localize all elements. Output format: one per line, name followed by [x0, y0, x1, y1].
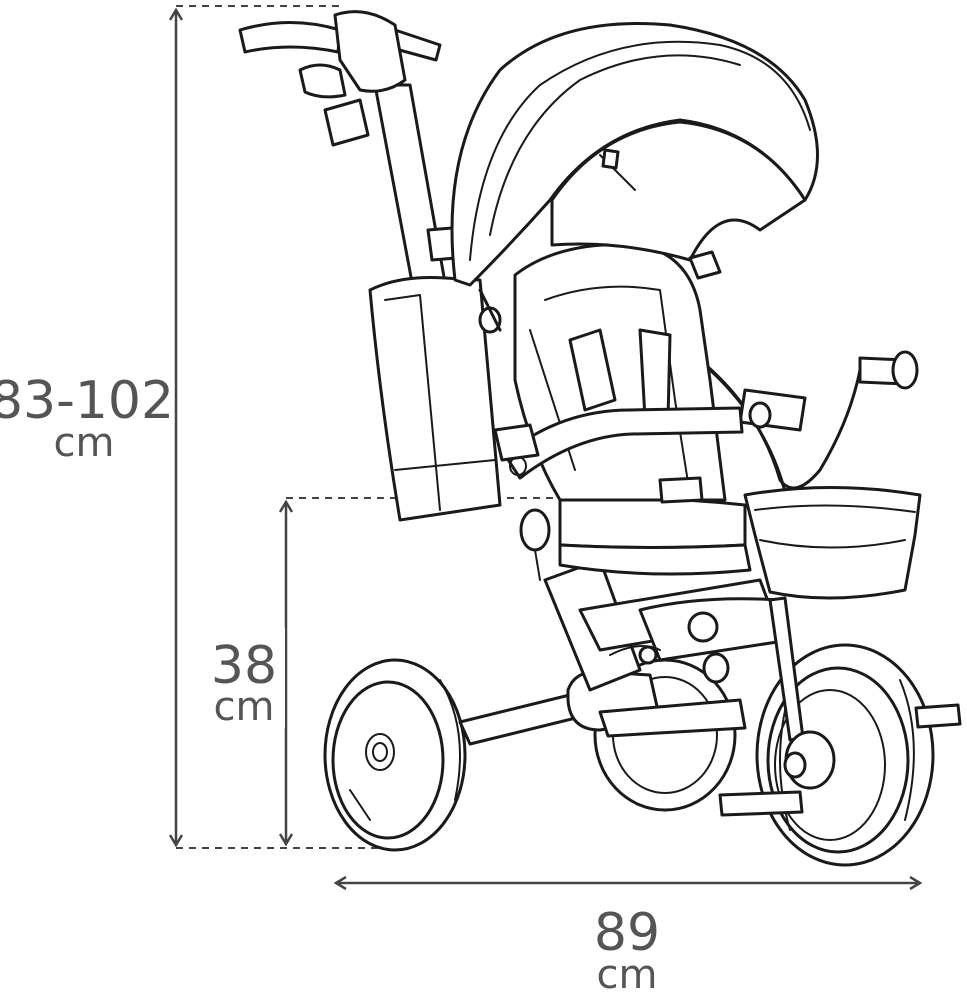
dimension-total-height [176, 5, 400, 849]
total-height-unit: cm [54, 420, 115, 466]
pedal-assembly [718, 596, 962, 817]
tricycle-illustration [238, 10, 962, 867]
length-unit: cm [597, 952, 658, 998]
seat-height-value: 38 [211, 636, 277, 696]
canopy [450, 21, 819, 334]
front-wheel [323, 658, 467, 852]
side-knobs [519, 508, 658, 665]
front-basket [743, 486, 922, 600]
rear-storage-bag [368, 276, 502, 522]
dimension-seat-height [286, 497, 565, 844]
length-value: 89 [594, 903, 660, 963]
seat-height-unit: cm [214, 684, 275, 730]
frame [458, 558, 792, 746]
total-height-value: 83-102 [0, 371, 174, 431]
